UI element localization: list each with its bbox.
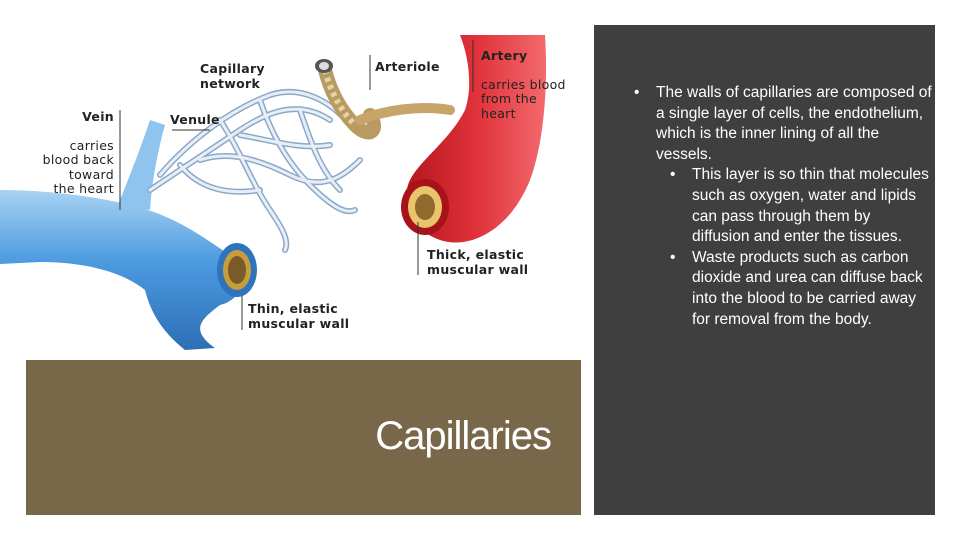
label-vein: Vein carries blood back toward the heart [38, 95, 114, 197]
label-artery: Artery carries blood from the heart [481, 34, 566, 121]
bullet-sub-1: This layer is so thin that molecules suc… [632, 165, 932, 247]
artery-shape [401, 35, 547, 243]
label-artery-wall: Thick, elastic muscular wall [427, 247, 529, 277]
venule-text: Venule [170, 112, 220, 127]
bullet-sub-2: Waste products such as carbon dioxide an… [632, 248, 932, 330]
arteriole-text: Arteriole [375, 59, 440, 74]
content-panel: The walls of capillaries are composed of… [594, 25, 935, 515]
label-capillary-network: Capillary network [200, 61, 265, 91]
leader-lines [119, 40, 474, 330]
bullet-main: The walls of capillaries are composed of… [632, 83, 932, 165]
artery-title: Artery [481, 47, 528, 63]
title-box: Capillaries [26, 360, 581, 515]
vein-shape [0, 120, 257, 350]
bullet-list: The walls of capillaries are composed of… [632, 83, 932, 330]
capillary-network-text: Capillary network [200, 61, 265, 91]
vein-wall-text: Thin, elastic muscular wall [248, 301, 350, 331]
artery-wall-text: Thick, elastic muscular wall [427, 247, 529, 277]
label-vein-wall: Thin, elastic muscular wall [248, 301, 350, 331]
label-arteriole: Arteriole [375, 59, 440, 75]
vein-title: Vein [82, 108, 114, 124]
vein-description: carries blood back toward the heart [42, 137, 114, 196]
artery-description: carries blood from the heart [481, 76, 566, 121]
blood-vessel-illustration [0, 35, 547, 350]
capillary-network-shape [147, 88, 363, 253]
arteriole-shape [315, 59, 455, 140]
label-venule: Venule [170, 112, 220, 128]
slide-title: Capillaries [375, 414, 552, 458]
